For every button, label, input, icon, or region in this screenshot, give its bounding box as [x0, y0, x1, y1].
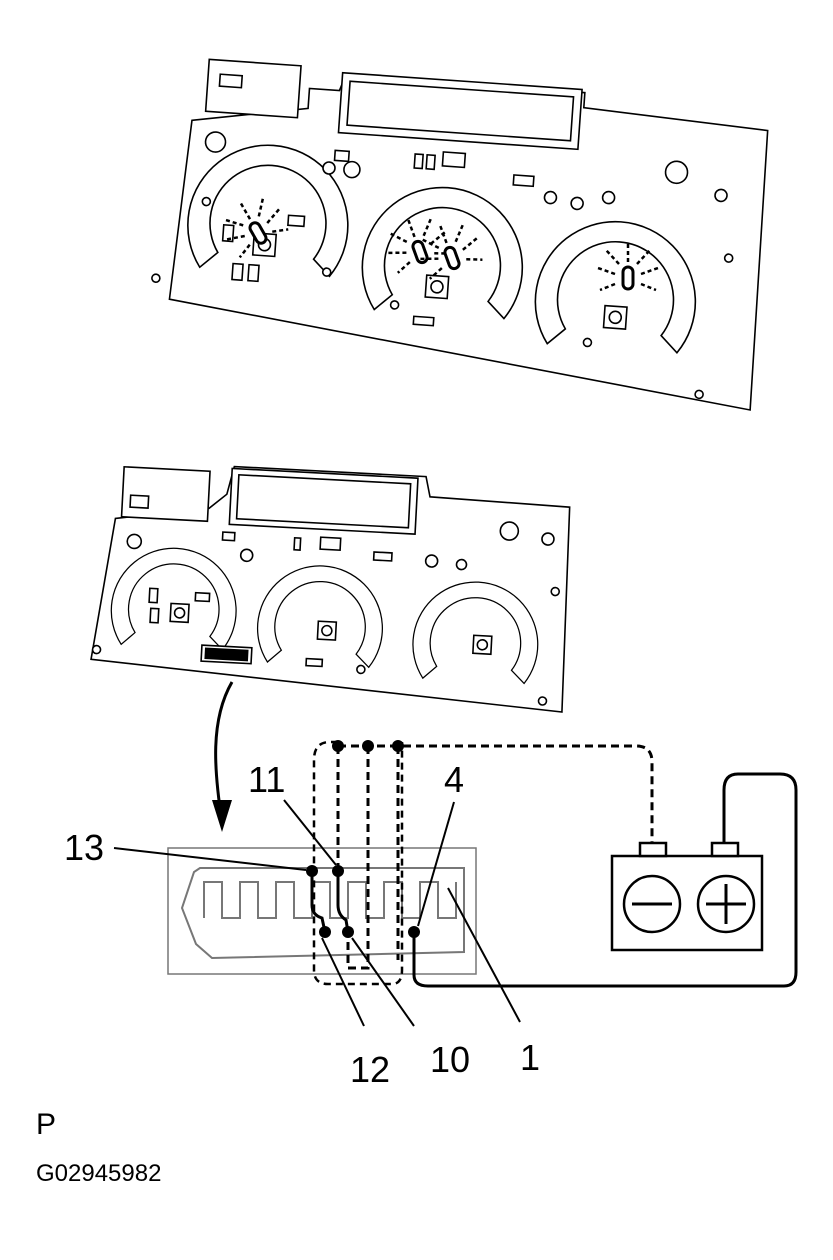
top-instrument-panel	[151, 58, 769, 411]
connector-closeup	[167, 847, 477, 975]
leader-lines	[113, 799, 521, 1027]
pin-label-11: 11	[248, 759, 285, 800]
pin-label-12: 12	[350, 1049, 390, 1090]
battery	[610, 841, 764, 952]
jumper-harness-loop	[312, 740, 404, 986]
junction-dots	[332, 740, 404, 752]
terminal-jumpers	[310, 772, 798, 988]
pin-label-4: 4	[444, 759, 464, 800]
caption-letter: P	[36, 1108, 57, 1141]
pin-label-1: 1	[520, 1037, 540, 1078]
connector-pointer-arrow	[212, 681, 234, 832]
jumper-wires	[336, 744, 654, 970]
terminal-pins	[306, 865, 420, 938]
bottom-instrument-panel	[90, 465, 571, 713]
pin-label-10: 10	[430, 1039, 470, 1080]
figure-id: G02945982	[36, 1160, 162, 1187]
pin-label-13: 13	[64, 827, 104, 868]
